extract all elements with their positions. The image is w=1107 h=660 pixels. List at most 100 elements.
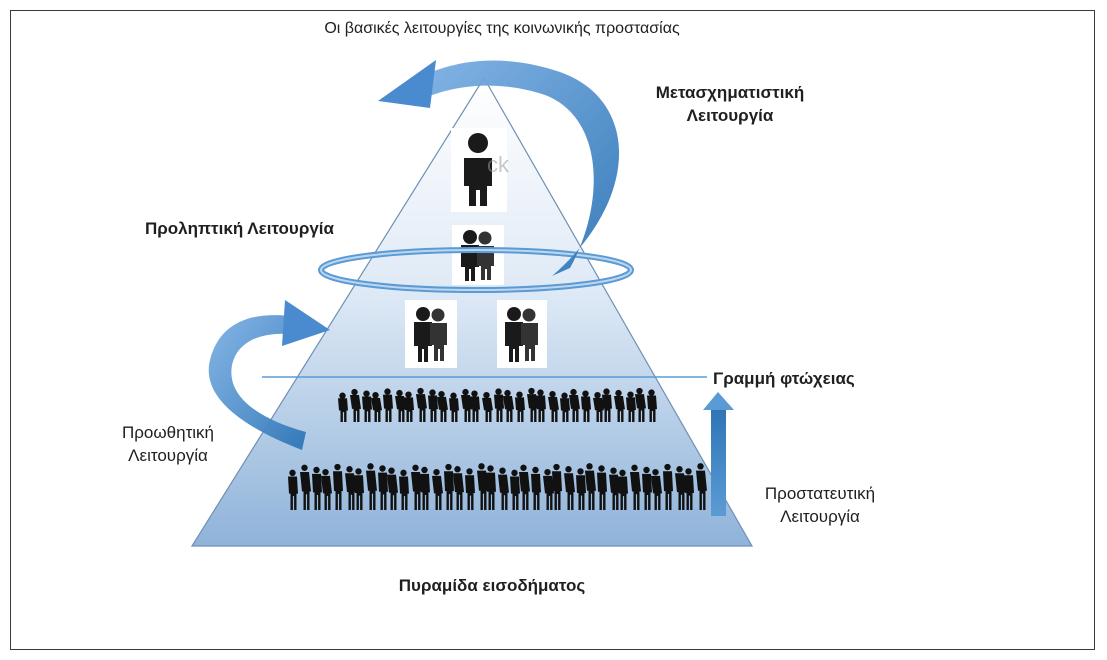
person-head — [685, 468, 692, 475]
person-head — [396, 389, 403, 397]
promotive-label: Προωθητική Λειτουργία — [108, 422, 228, 468]
person-silhouette — [519, 471, 530, 510]
person-head — [412, 464, 419, 471]
person-head — [289, 469, 296, 477]
person-head — [334, 463, 341, 471]
person-silhouette — [503, 395, 514, 422]
person-head — [532, 466, 539, 474]
protective-label-line1: Προστατευτική — [764, 484, 876, 503]
person-silhouette — [609, 474, 620, 510]
person-silhouette — [437, 396, 448, 422]
crowd-icon — [288, 463, 707, 511]
person-silhouette — [614, 395, 625, 422]
person-head — [429, 389, 436, 396]
person-head — [582, 390, 589, 397]
promotive-arrow — [208, 300, 330, 450]
promotive-label-line1: Προωθητική — [121, 423, 215, 442]
person-silhouette — [626, 397, 636, 423]
person-silhouette — [416, 394, 427, 422]
person-silhouette — [444, 471, 454, 510]
person-head — [400, 469, 407, 477]
couple-icon — [497, 300, 547, 368]
person-silhouette — [630, 471, 641, 510]
person-silhouette — [366, 470, 377, 511]
person-silhouette — [354, 475, 364, 510]
person-head — [615, 389, 622, 397]
person-silhouette — [338, 398, 348, 422]
person-head — [537, 389, 544, 396]
person-head — [648, 389, 655, 396]
person-silhouette — [536, 395, 546, 423]
person-silhouette — [404, 397, 414, 423]
person-head — [355, 468, 362, 475]
person-silhouette — [576, 475, 586, 510]
person-head — [462, 388, 469, 396]
person-head — [516, 391, 523, 398]
person-silhouette — [300, 471, 311, 510]
person-silhouette — [482, 397, 493, 422]
svg-text:ck: ck — [487, 152, 510, 177]
person-silhouette — [465, 475, 475, 510]
person-head — [664, 463, 671, 471]
person-silhouette — [432, 475, 443, 510]
person-silhouette — [569, 395, 580, 422]
person-head — [483, 391, 490, 399]
person-silhouette — [647, 395, 657, 423]
person-icon: ck — [451, 128, 510, 212]
person-silhouette — [371, 397, 382, 422]
person-head — [322, 468, 329, 476]
person-head — [676, 466, 683, 473]
person-silhouette — [527, 394, 538, 422]
person-head — [565, 466, 572, 473]
person-silhouette — [498, 474, 509, 510]
person-silhouette — [597, 472, 607, 510]
person-head — [544, 468, 551, 476]
person-silhouette — [663, 471, 673, 510]
person-silhouette — [560, 398, 570, 422]
person-silhouette — [470, 396, 480, 422]
person-head — [499, 467, 506, 474]
person-head — [619, 469, 626, 477]
person-head — [471, 390, 478, 397]
person-head — [598, 465, 605, 472]
diagram-title: Οι βασικές λειτουργίες της κοινωνικής πρ… — [324, 20, 680, 37]
person-silhouette — [602, 394, 612, 422]
person-head — [627, 391, 634, 398]
person-silhouette — [486, 472, 496, 510]
person-silhouette — [428, 395, 438, 423]
person-head — [372, 391, 379, 399]
person-silhouette — [593, 397, 604, 422]
person-head — [346, 466, 353, 473]
person-head — [384, 388, 391, 395]
pyramid-caption: Πυραμίδα εισοδήματος — [398, 576, 586, 595]
person-head — [379, 465, 386, 472]
person-silhouette — [399, 476, 409, 510]
person-silhouette — [383, 394, 393, 422]
person-head — [445, 463, 452, 471]
person-silhouette — [387, 474, 398, 510]
person-silhouette — [420, 473, 430, 511]
person-head — [603, 388, 610, 395]
couple-icon — [405, 300, 457, 368]
transformative-label-line2: Λειτουργία — [686, 105, 774, 125]
person-silhouette — [515, 397, 525, 423]
person-silhouette — [321, 475, 332, 510]
person-head — [363, 390, 370, 397]
person-head — [631, 464, 638, 471]
person-head — [339, 392, 346, 399]
person-silhouette — [345, 473, 356, 511]
person-silhouette — [581, 396, 591, 422]
person-silhouette — [642, 473, 652, 511]
person-silhouette — [651, 475, 662, 510]
person-head — [511, 469, 518, 477]
person-silhouette — [548, 396, 559, 422]
person-silhouette — [696, 470, 707, 511]
person-silhouette — [477, 470, 488, 511]
person-head — [466, 468, 473, 475]
person-silhouette — [395, 395, 406, 422]
person-silhouette — [635, 394, 646, 422]
person-silhouette — [675, 473, 686, 511]
person-silhouette — [494, 394, 504, 422]
person-silhouette — [453, 473, 464, 511]
person-silhouette — [618, 476, 628, 510]
